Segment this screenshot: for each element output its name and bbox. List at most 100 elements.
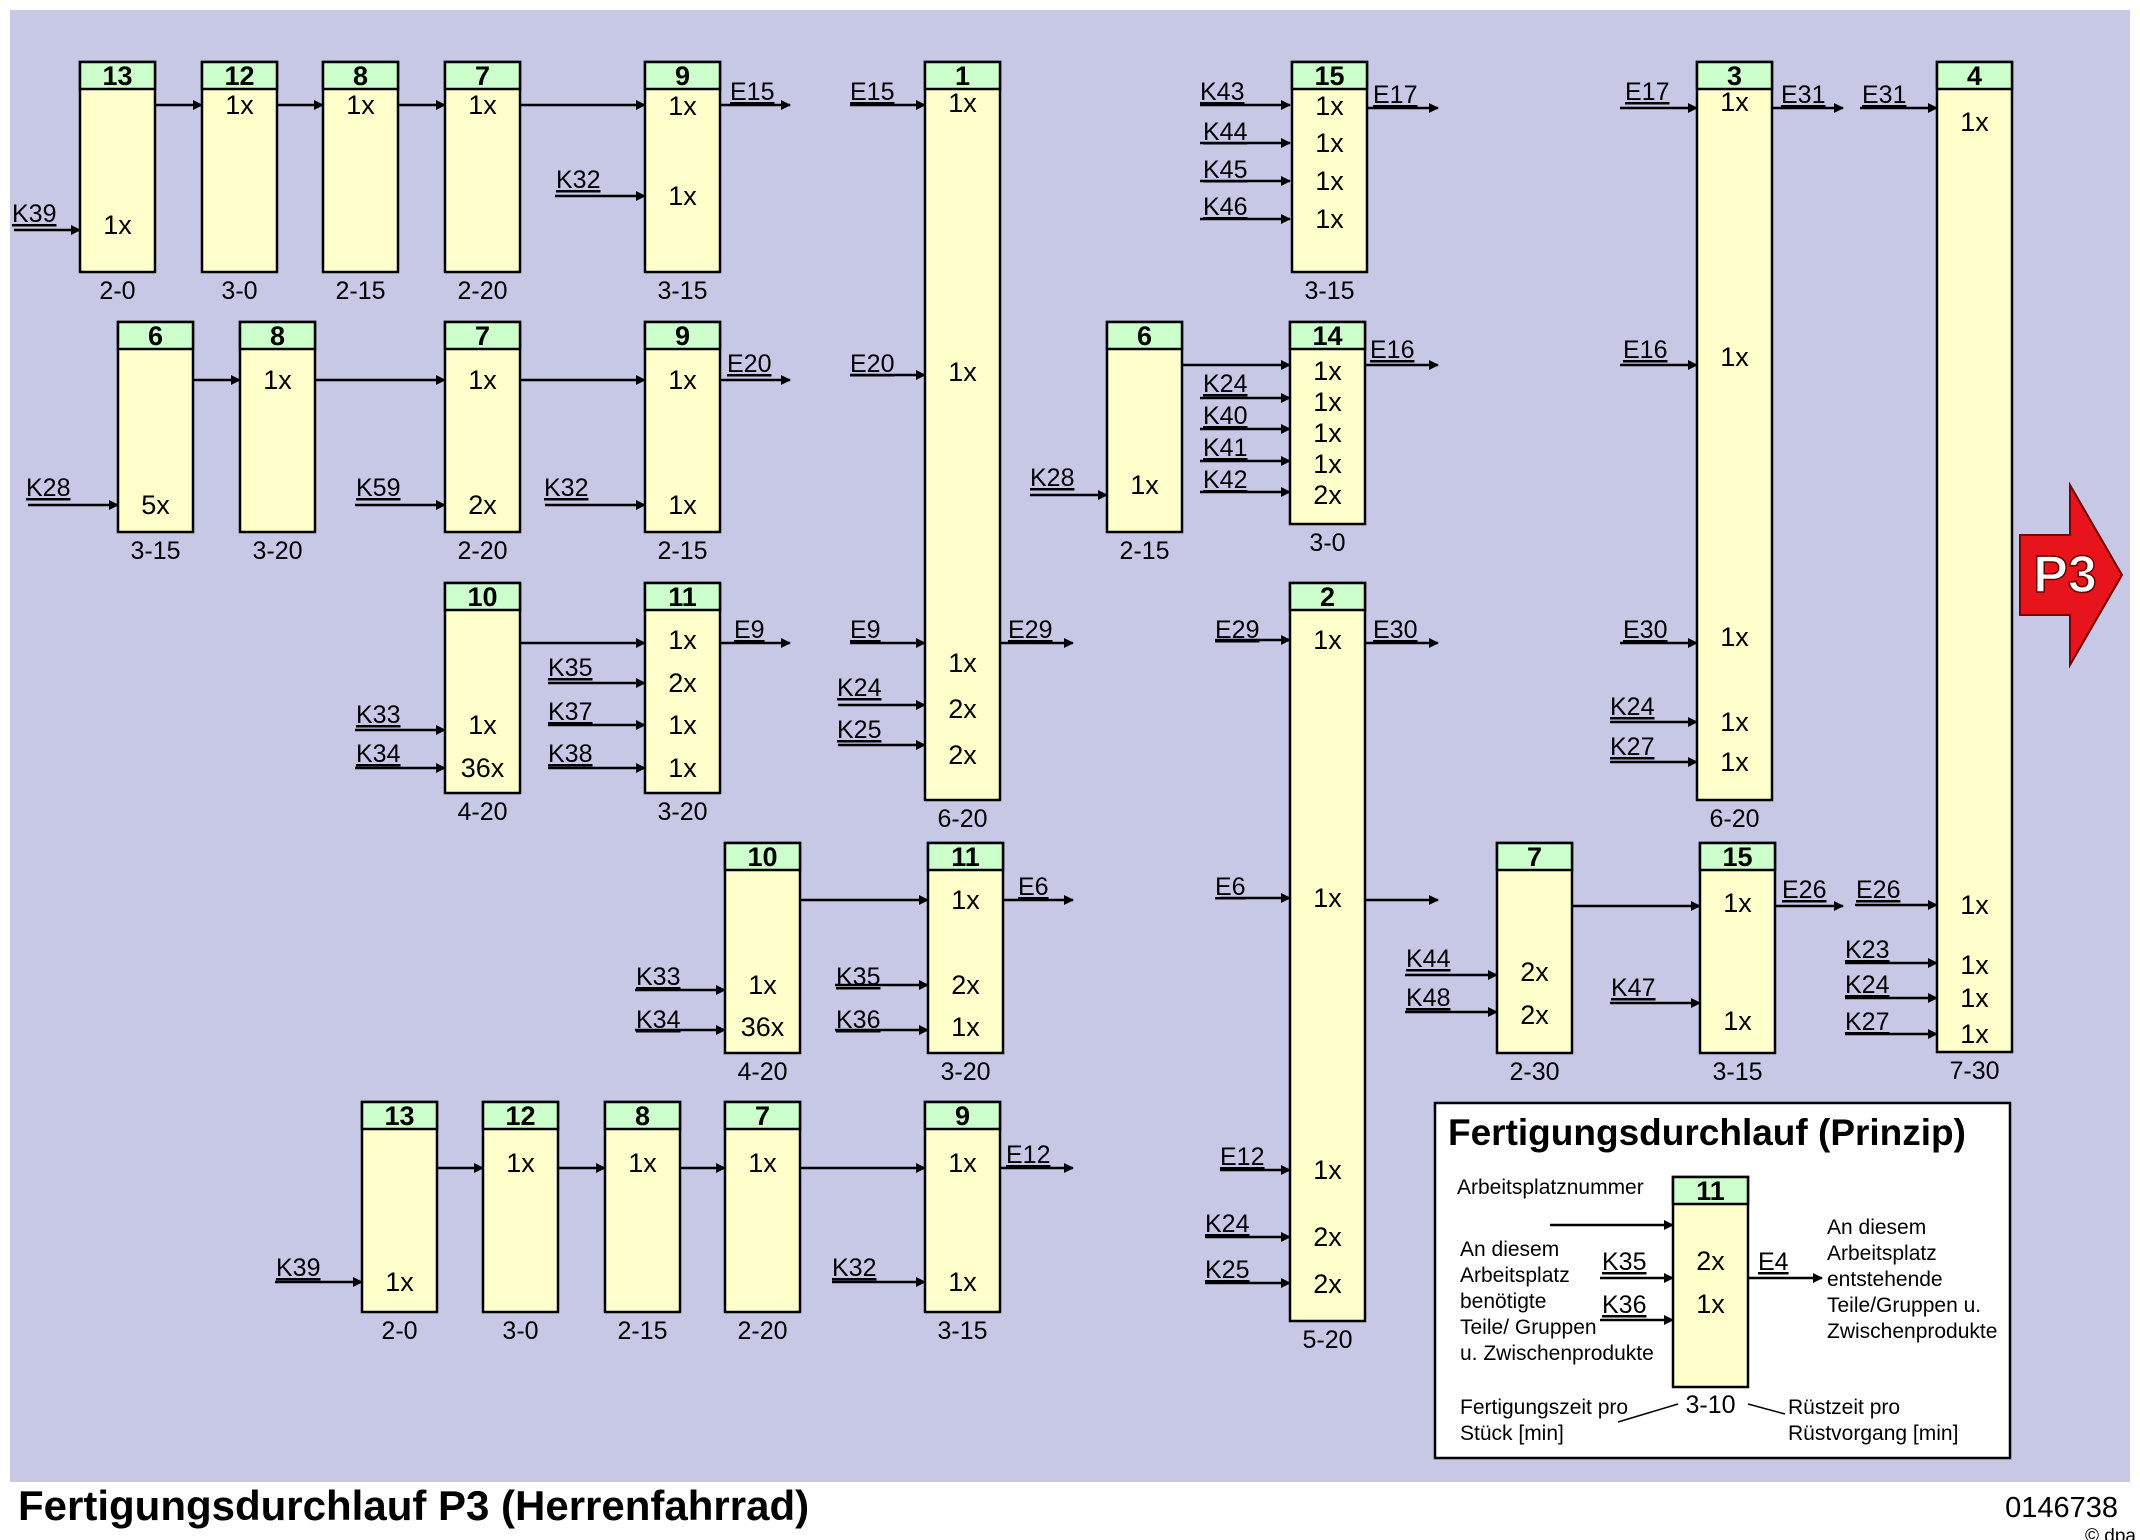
quantity-label: 1x [948,357,977,387]
quantity-label: 2x [951,970,980,1000]
quantity-label: 5x [141,490,170,520]
quantity-label: 1x [468,365,497,395]
time-label: 2-15 [617,1317,667,1345]
workstation-number: 1 [955,61,970,91]
legend-outputs-caption: Zwischenprodukte [1827,1320,1997,1343]
quantity-label: 1x [1723,1006,1752,1036]
p3-arrow-icon [2019,481,2124,669]
workstation-header [1288,320,1367,351]
quantity-label: 1x [1720,342,1749,372]
part-label: E26 [1856,876,1900,904]
part-label: K39 [276,1254,320,1282]
legend-quantity: 2x [1696,1246,1725,1276]
quantity-label: 1x [1315,166,1344,196]
time-label: 5-20 [1302,1326,1352,1354]
workstation-header [78,60,157,91]
workstation-body [200,60,279,274]
workstation-body [926,841,1005,1055]
workstation-number: 15 [1314,61,1344,91]
workstation-header [481,1100,560,1131]
part-label: K36 [836,1006,880,1034]
quantity-label: 1x [668,91,697,121]
workstation-header [443,320,522,351]
part-label: K38 [548,740,592,768]
time-label: 4-20 [737,1058,787,1086]
part-label: K33 [636,963,680,991]
part-label: K35 [548,654,592,682]
legend-setup-caption: Rüstzeit pro [1788,1396,1900,1419]
part-label: E15 [730,78,774,106]
workstation-number: 4 [1967,61,1982,91]
part-label: E31 [1781,81,1825,109]
legend-time-caption: Stück [min] [1460,1422,1564,1445]
quantity-label: 1x [1315,128,1344,158]
time-label: 3-15 [657,277,707,305]
workstation-body [443,60,522,274]
workstation-number: 9 [675,321,690,351]
workstation-header [923,60,1002,91]
workstation-header [923,1100,1002,1131]
workstation-body [78,60,157,274]
quantity-label: 1x [1960,1019,1989,1049]
quantity-label: 2x [1313,480,1342,510]
part-label: K25 [1205,1256,1249,1284]
workstation-body [1105,320,1184,534]
quantity-label: 1x [225,90,254,120]
legend-workstation-body [1671,1175,1750,1389]
legend-setup-caption: Rüstvorgang [min] [1788,1422,1958,1445]
time-label: 2-20 [457,277,507,305]
quantity-label: 1x [1720,747,1749,777]
workstation-number: 2 [1320,582,1335,612]
part-label: K39 [12,200,56,228]
workstation-header [1290,60,1369,91]
time-label: 6-20 [937,805,987,833]
part-label: K40 [1203,402,1247,430]
legend-inputs-caption: u. Zwischenprodukte [1460,1342,1654,1365]
part-label: K46 [1203,193,1247,221]
workstation-body [603,1100,682,1314]
workstation-number: 10 [747,842,777,872]
document-code: 0146738 [2005,1492,2118,1524]
part-label: E16 [1623,336,1667,364]
part-label: K35 [836,963,880,991]
legend-outputs-caption: Arbeitsplatz [1827,1242,1937,1265]
part-label: K42 [1203,466,1247,494]
quantity-label: 1x [1720,87,1749,117]
time-label: 3-0 [221,277,257,305]
quantity-label: 1x [748,970,777,1000]
part-label: K41 [1203,434,1247,462]
quantity-label: 1x [668,753,697,783]
workstation-header [1695,60,1774,91]
time-label: 7-30 [1949,1057,1999,1085]
time-label: 3-15 [130,537,180,565]
part-label: K33 [356,701,400,729]
quantity-label: 2x [948,694,977,724]
part-label: E17 [1625,78,1669,106]
legend-input-label: K35 [1602,1248,1646,1276]
workstation-body [1288,320,1367,526]
workstation-number: 12 [505,1101,535,1131]
part-label: E31 [1862,81,1906,109]
quantity-label: 1x [506,1148,535,1178]
workstation-body [1935,60,2014,1054]
product-badge: P3 [2019,481,2124,669]
time-label: 4-20 [457,798,507,826]
quantity-label: 1x [1720,707,1749,737]
time-label: 2-15 [1119,537,1169,565]
part-label: K32 [556,166,600,194]
